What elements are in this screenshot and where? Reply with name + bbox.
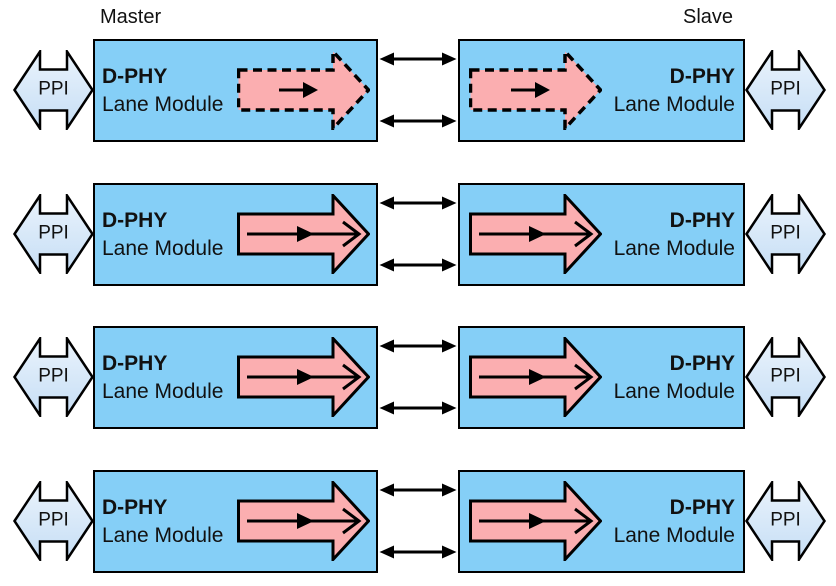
module-subtitle: Lane Module: [613, 236, 735, 260]
interconnect-arrow-top-icon: [378, 482, 458, 498]
interconnect-arrow-bottom-icon: [378, 544, 458, 560]
module-title: D-PHY: [669, 351, 735, 375]
module-title: D-PHY: [669, 495, 735, 519]
module-subtitle: Lane Module: [613, 92, 735, 116]
lane-row-2: PPI D-PHY Lane Module D-PHY Lane Module …: [0, 183, 836, 286]
ppi-port-right: PPI: [745, 194, 826, 274]
interconnect-arrow-top-icon: [378, 338, 458, 354]
interconnect-arrow-bottom-icon: [378, 400, 458, 416]
ppi-port-right: PPI: [745, 481, 826, 561]
hs-arrow-solid-icon: [237, 337, 370, 417]
hs-arrow-solid-icon: [469, 337, 602, 417]
module-subtitle: Lane Module: [613, 379, 735, 403]
ppi-label: PPI: [38, 78, 69, 100]
hs-arrow-dashed-icon: [237, 50, 370, 130]
ppi-label: PPI: [770, 78, 801, 100]
ppi-port-left: PPI: [13, 481, 94, 561]
module-subtitle: Lane Module: [102, 523, 224, 547]
interconnect-arrow-bottom-icon: [378, 113, 458, 129]
master-lane-module: D-PHY Lane Module: [93, 39, 378, 142]
hs-arrow-solid-icon: [469, 194, 602, 274]
hs-arrow-solid-icon: [469, 481, 602, 561]
slave-lane-module: D-PHY Lane Module: [458, 39, 745, 142]
slave-lane-module: D-PHY Lane Module: [458, 326, 745, 429]
module-title: D-PHY: [669, 208, 735, 232]
hs-arrow-solid-icon: [237, 481, 370, 561]
module-title: D-PHY: [669, 64, 735, 88]
ppi-label: PPI: [38, 222, 69, 244]
master-lane-module: D-PHY Lane Module: [93, 326, 378, 429]
module-title: D-PHY: [102, 495, 168, 519]
module-title: D-PHY: [102, 351, 168, 375]
ppi-label: PPI: [38, 365, 69, 387]
interconnect-arrow-top-icon: [378, 195, 458, 211]
module-title: D-PHY: [102, 64, 168, 88]
hs-arrow-dashed-icon: [469, 50, 602, 130]
ppi-port-right: PPI: [745, 337, 826, 417]
interconnect-arrow-bottom-icon: [378, 257, 458, 273]
module-subtitle: Lane Module: [102, 92, 224, 116]
ppi-label: PPI: [770, 509, 801, 531]
hs-arrow-solid-icon: [237, 194, 370, 274]
slave-lane-module: D-PHY Lane Module: [458, 183, 745, 286]
interconnect-arrow-top-icon: [378, 51, 458, 67]
slave-label: Slave: [683, 6, 734, 28]
master-label: Master: [100, 6, 162, 28]
module-subtitle: Lane Module: [102, 236, 224, 260]
module-subtitle: Lane Module: [613, 523, 735, 547]
ppi-port-left: PPI: [13, 337, 94, 417]
lane-row-3: PPI D-PHY Lane Module D-PHY Lane Module …: [0, 326, 836, 429]
ppi-port-right: PPI: [745, 50, 826, 130]
ppi-port-left: PPI: [13, 194, 94, 274]
ppi-port-left: PPI: [13, 50, 94, 130]
slave-lane-module: D-PHY Lane Module: [458, 470, 745, 573]
ppi-label: PPI: [770, 222, 801, 244]
lane-row-1: PPI D-PHY Lane Module D-PHY Lane Module …: [0, 39, 836, 142]
master-lane-module: D-PHY Lane Module: [93, 470, 378, 573]
master-lane-module: D-PHY Lane Module: [93, 183, 378, 286]
module-subtitle: Lane Module: [102, 379, 224, 403]
lane-row-4: PPI D-PHY Lane Module D-PHY Lane Module …: [0, 470, 836, 573]
module-title: D-PHY: [102, 208, 168, 232]
ppi-label: PPI: [38, 509, 69, 531]
ppi-label: PPI: [770, 365, 801, 387]
